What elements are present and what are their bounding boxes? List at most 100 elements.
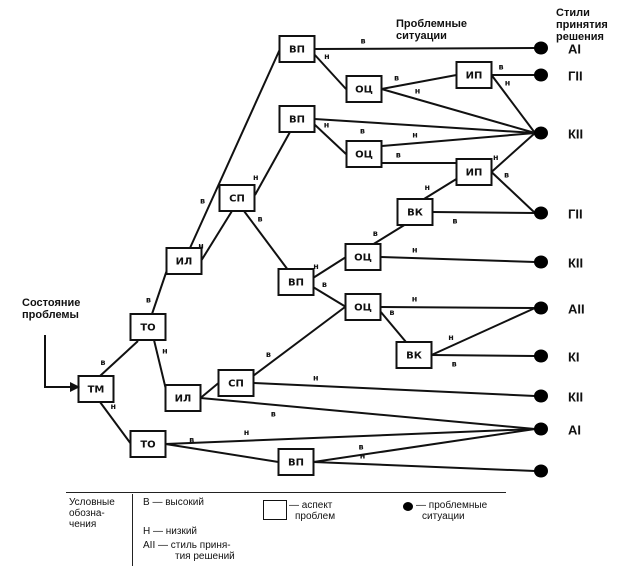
edge-ip2-d4 (490, 171, 536, 214)
edge-vp4-d10 (313, 461, 536, 472)
edge-label: в (396, 151, 401, 160)
node-ip1: ИП (455, 61, 493, 89)
legend-situation-line: ситуации (422, 511, 465, 522)
header-line: принятия (556, 19, 608, 31)
node-oc4: ОЦ (344, 293, 382, 321)
legend-situation-dot-icon (403, 502, 413, 511)
edge-label: в (258, 215, 263, 224)
aspect-box (218, 184, 256, 212)
node-oc1: ОЦ (345, 75, 383, 103)
aspect-label: ТО (140, 440, 155, 451)
edge-label: н (198, 241, 204, 250)
aspect-label: ТМ (88, 385, 105, 396)
aspect-label: ИЛ (175, 394, 192, 405)
node-tm: ТМ (77, 375, 115, 403)
edge-label: в (389, 308, 394, 317)
edge-il1-sp1 (200, 210, 233, 262)
legend-aspect-line: проблем (295, 511, 336, 522)
aspect-box (345, 140, 383, 168)
node-to1: ТО (129, 313, 167, 341)
node-sp2: СП (217, 369, 255, 397)
aspect-label: ВП (289, 45, 305, 56)
edge-label: н (360, 451, 366, 460)
aspect-label: ОЦ (354, 253, 372, 264)
aspect-box (395, 341, 433, 369)
edge-label: в (189, 436, 194, 445)
edge-label: н (425, 183, 431, 192)
edge-vp1-d1 (314, 47, 536, 50)
edge-oc4-d6 (380, 306, 536, 309)
edge-vp2-oc2 (313, 123, 347, 155)
node-vk1: ВК (396, 198, 434, 226)
edge-label: в (322, 280, 327, 289)
edge-oc1-ip1 (381, 74, 457, 90)
aspect-label: ИП (466, 168, 483, 179)
edge-oc2-d3 (381, 132, 536, 147)
legend-low: Н — низкий (143, 526, 198, 537)
problem-situation-dot (534, 41, 548, 55)
decision-style-label: КII (568, 390, 583, 405)
edge-oc1-d3 (381, 88, 536, 134)
edge-label: н (253, 173, 259, 182)
edge-tm-to1 (99, 340, 139, 377)
edge-label: в (360, 36, 365, 45)
node-oc3: ОЦ (344, 243, 382, 271)
aspect-label: СП (228, 379, 244, 390)
decision-style-label: AII (568, 302, 585, 317)
edge-label: н (324, 52, 330, 61)
arrow-head (70, 382, 80, 392)
edge-label: в (359, 442, 364, 451)
problem-situation-dot (534, 422, 548, 436)
aspect-box (278, 105, 316, 133)
node-vp3: ВП (277, 268, 315, 296)
edge-label: в (200, 196, 205, 205)
edge-vp4-d9 (313, 428, 536, 463)
legend-style-line: тия решений (175, 551, 235, 562)
aspect-label: ИП (466, 71, 483, 82)
edge-label: в (271, 409, 276, 418)
aspect-box (129, 430, 167, 458)
decision-style-label: КII (568, 127, 583, 142)
node-il1: ИЛ (165, 247, 203, 275)
edge-vp1-oc1 (313, 53, 347, 90)
edge-oc4-vk2 (379, 310, 407, 343)
edge-label: в (266, 350, 271, 359)
edge-label: н (505, 78, 511, 87)
edge-label: н (493, 153, 499, 162)
edge-label: н (244, 428, 250, 437)
decision-style-label: ГII (568, 69, 583, 84)
header-line: Стили (556, 7, 590, 19)
decision-styles-header: Стили принятия решения (556, 7, 608, 43)
edge-il1-vp1 (189, 48, 281, 249)
edge-tm-to2 (99, 401, 132, 445)
edge-label: н (412, 246, 418, 255)
edge-vp2-d3 (314, 118, 536, 134)
aspect-box (129, 313, 167, 341)
edge-label: в (146, 295, 151, 304)
legend-style: AII — стиль приня- тия решений (143, 540, 235, 562)
header-line: проблемы (22, 309, 79, 321)
edge-label: н (412, 131, 418, 140)
aspect-box (396, 198, 434, 226)
edge-vk2-d7 (431, 354, 536, 357)
edge-label: н (313, 262, 319, 271)
edge-label: в (360, 127, 365, 136)
aspect-label: ВП (289, 115, 305, 126)
problem-situation-dot (534, 349, 548, 363)
node-sp1: СП (218, 184, 256, 212)
node-vp4: ВП (277, 448, 315, 476)
legend-high: В — высокий (143, 497, 204, 508)
legend-divider-h (66, 492, 506, 493)
aspect-label: СП (229, 194, 245, 205)
edge-sp1-vp3 (243, 210, 289, 271)
node-oc2: ОЦ (345, 140, 383, 168)
decision-style-label: ГII (568, 207, 583, 222)
edge-sp2-d8 (253, 382, 536, 397)
legend-divider-v (132, 494, 133, 566)
aspect-box (164, 384, 202, 412)
header-line: Состояние (22, 297, 81, 309)
edge-vp3-oc3 (312, 256, 347, 279)
edge-il2-sp2 (199, 382, 220, 399)
edge-label: в (100, 358, 105, 367)
edge-sp1-vp2 (254, 131, 291, 196)
